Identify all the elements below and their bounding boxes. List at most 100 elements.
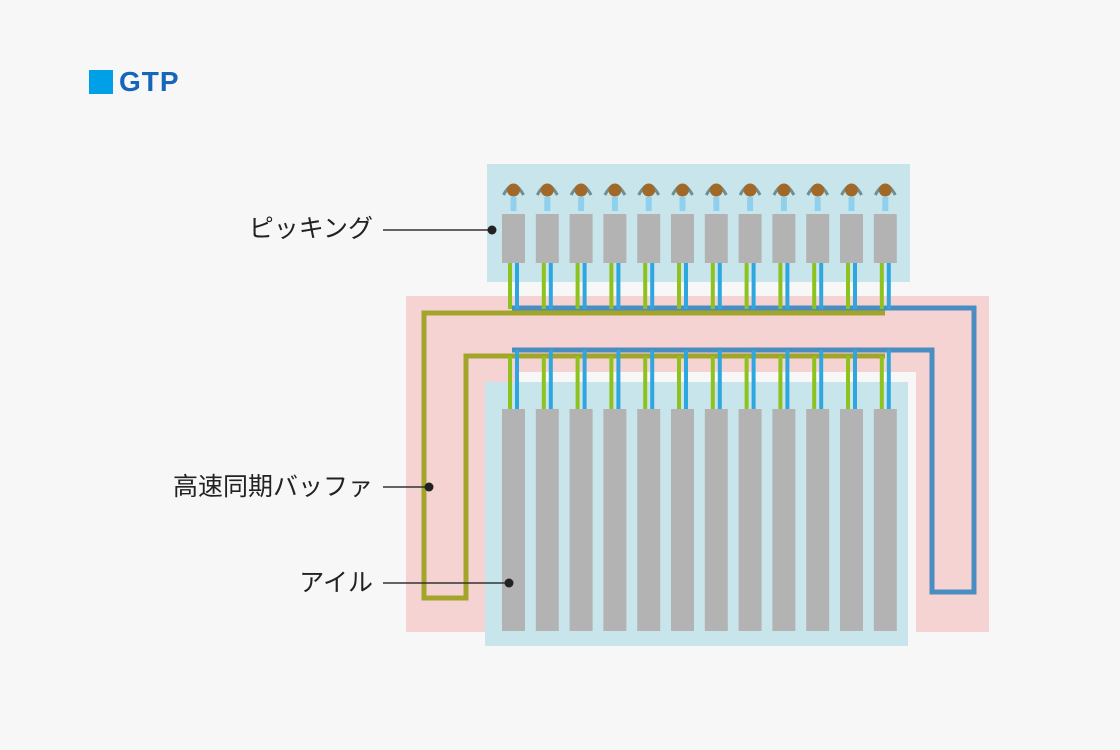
worker-body-icon: [544, 197, 551, 211]
brand-square-icon: [89, 70, 113, 94]
label-aisle: アイル: [299, 568, 373, 597]
aisle-rack: [840, 409, 863, 631]
green-lane: [812, 263, 817, 309]
green-lane: [609, 356, 614, 409]
aisle-rack: [603, 409, 627, 631]
picking-unit: [502, 214, 525, 263]
worker-head-icon: [878, 183, 892, 197]
cyan-lane: [684, 263, 688, 309]
green-lane: [846, 356, 850, 409]
aisle-rack: [772, 409, 796, 631]
cyan-lane: [548, 263, 553, 309]
worker-body-icon: [814, 197, 821, 211]
green-lane: [677, 356, 681, 409]
green-lane: [744, 263, 749, 309]
worker-head-icon: [845, 183, 858, 197]
callout-dot: [424, 482, 434, 492]
cyan-lane: [717, 263, 722, 309]
green-lane: [575, 356, 580, 409]
green-lane: [609, 263, 614, 309]
worker-head-icon: [811, 183, 825, 197]
picking-unit: [569, 214, 593, 263]
green-lane: [643, 263, 648, 309]
cyan-lane: [515, 350, 519, 409]
green-lane: [643, 356, 648, 409]
picking-unit: [603, 214, 627, 263]
worker-body-icon: [679, 197, 686, 211]
brand-logo: GTP: [89, 68, 180, 96]
callout-dot: [487, 225, 497, 235]
picking-unit: [873, 214, 897, 263]
green-lane: [846, 263, 850, 309]
green-lane: [879, 356, 884, 409]
worker-head-icon: [676, 183, 689, 197]
aisle-rack: [569, 409, 593, 631]
worker-head-icon: [743, 183, 757, 197]
cyan-lane: [785, 263, 790, 309]
worker-body-icon: [747, 197, 754, 211]
cyan-lane: [515, 263, 519, 309]
worker-body-icon: [713, 197, 720, 211]
cyan-lane: [819, 350, 824, 409]
cyan-lane: [650, 263, 655, 309]
picking-unit: [671, 214, 694, 263]
worker-body-icon: [611, 197, 618, 211]
blue-conveyor: [512, 305, 977, 595]
green-lane: [879, 263, 884, 309]
picking-unit: [806, 214, 830, 263]
worker-body-icon: [848, 197, 855, 211]
green-lane: [575, 263, 580, 309]
worker-body-icon: [645, 197, 652, 211]
green-lane: [541, 263, 546, 309]
picking-unit: [840, 214, 863, 263]
worker-head-icon: [709, 183, 723, 197]
worker-head-icon: [574, 183, 588, 197]
green-lane: [508, 356, 512, 409]
aisle-rack: [873, 409, 897, 631]
worker-body-icon: [510, 197, 517, 211]
cyan-lane: [548, 350, 553, 409]
worker-head-icon: [540, 183, 554, 197]
diagram-columns: [502, 183, 897, 631]
cyan-lane: [616, 350, 621, 409]
green-lane: [710, 356, 715, 409]
green-lane: [677, 263, 681, 309]
picking-unit: [772, 214, 796, 263]
cyan-lane: [582, 263, 587, 309]
worker-head-icon: [507, 183, 520, 197]
aisle-rack: [535, 409, 559, 631]
cyan-lane: [684, 350, 688, 409]
worker-head-icon: [777, 183, 791, 197]
green-lane: [541, 356, 546, 409]
label-picking: ピッキング: [249, 214, 373, 243]
cyan-lane: [853, 350, 857, 409]
cyan-lane: [582, 350, 587, 409]
cyan-lane: [650, 350, 655, 409]
worker-head-icon: [642, 183, 656, 197]
green-lane: [508, 263, 512, 309]
picking-unit: [704, 214, 728, 263]
picking-unit: [738, 214, 762, 263]
aisle-rack: [502, 409, 525, 631]
cyan-lane: [886, 350, 891, 409]
aisle-rack: [637, 409, 661, 631]
green-lane: [710, 263, 715, 309]
aisle-rack: [671, 409, 694, 631]
callout-buffer: [383, 482, 434, 492]
aisle-rack: [806, 409, 830, 631]
green-lane: [778, 356, 783, 409]
callout-picking: [383, 225, 497, 235]
aisle-rack: [704, 409, 728, 631]
picking-unit: [535, 214, 559, 263]
cyan-lane: [853, 263, 857, 309]
cyan-lane: [717, 350, 722, 409]
cyan-lane: [751, 263, 756, 309]
callout-aisle: [383, 578, 514, 588]
worker-body-icon: [780, 197, 787, 211]
brand-text: GTP: [119, 66, 180, 97]
olive-conveyor: [421, 310, 885, 601]
worker-body-icon: [882, 197, 889, 211]
picking-unit: [637, 214, 661, 263]
cyan-lane: [819, 263, 824, 309]
